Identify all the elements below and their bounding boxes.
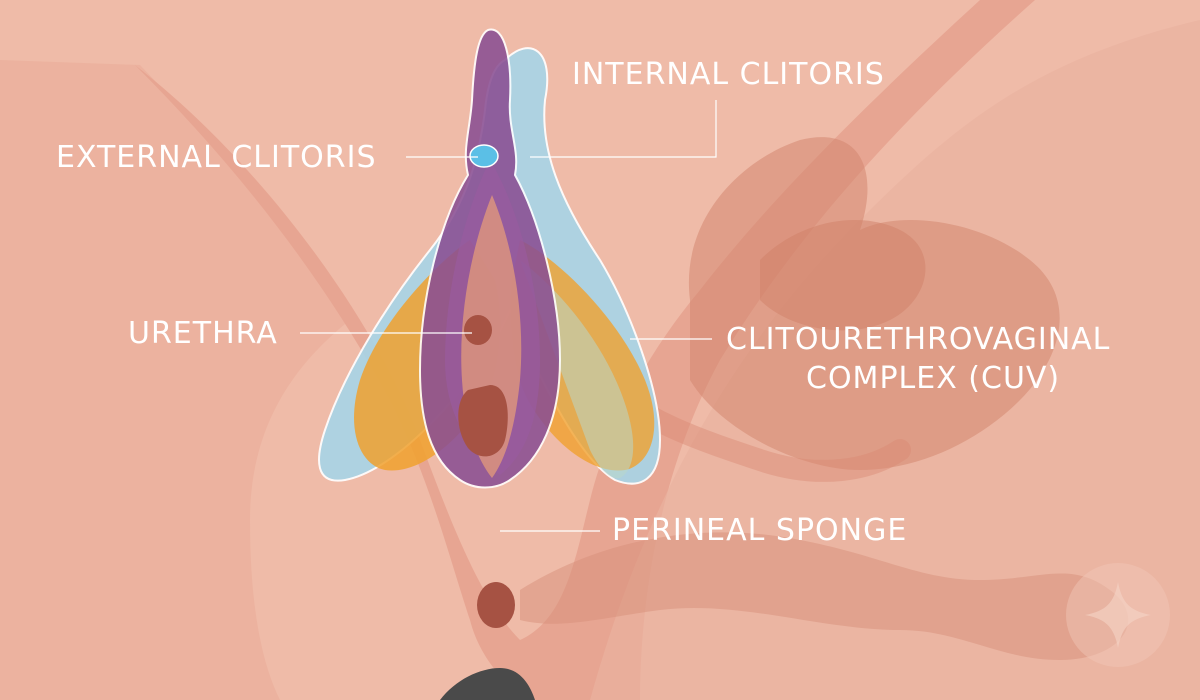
vaginal-opening bbox=[458, 385, 508, 457]
sparkle-badge-icon bbox=[1066, 563, 1170, 667]
label-external-clitoris: EXTERNAL CLITORIS bbox=[56, 140, 377, 175]
urethral-opening bbox=[464, 315, 492, 345]
label-cuv-line2: COMPLEX (CUV) bbox=[806, 361, 1061, 396]
leader-lines bbox=[300, 100, 717, 532]
label-perineal-sponge: PERINEAL SPONGE bbox=[612, 513, 908, 548]
anus bbox=[477, 582, 515, 628]
label-internal-clitoris: INTERNAL CLITORIS bbox=[572, 57, 885, 92]
bottom-shadow bbox=[440, 668, 535, 700]
glans-clitoris bbox=[469, 144, 499, 168]
rectum-shape bbox=[520, 532, 1129, 660]
left-thigh-fold bbox=[0, 60, 350, 700]
label-cuv-line1: CLITOURETHROVAGINAL bbox=[726, 322, 1111, 357]
clitoral-structure bbox=[318, 28, 662, 489]
leader-internal-clitoris bbox=[530, 100, 717, 158]
uterus-inner bbox=[760, 220, 926, 331]
label-urethra: URETHRA bbox=[128, 316, 278, 351]
